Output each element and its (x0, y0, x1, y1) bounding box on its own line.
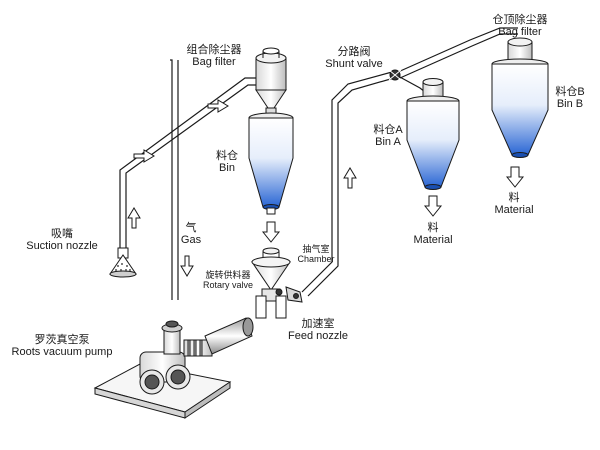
feed-nozzle-en: Feed nozzle (288, 330, 348, 342)
roots-pump-label: 罗茨真空泵 Roots vacuum pump (12, 334, 113, 358)
gas-label: 气 Gas (181, 222, 201, 246)
bin-b-zh: 料仓B (555, 86, 585, 98)
bag-filter-top-en: Bag filter (498, 26, 542, 38)
bag-filter-main-zh: 组合除尘器 (186, 44, 242, 56)
rotary-valve-label: 旋转供料器 Rotary valve (203, 270, 253, 290)
material-b-en: Material (494, 204, 534, 216)
roots-pump (93, 317, 254, 419)
gas-pipe (170, 59, 173, 300)
arrow-down-gas (180, 255, 194, 277)
bag-filter-top-label: 仓顶除尘器 Bag filter (493, 14, 548, 38)
bin-a-en: Bin A (375, 136, 401, 148)
bin-main-label: 料仓 Bin (216, 150, 238, 174)
chamber-label: 抽气室 Chamber (297, 244, 334, 264)
conveying-pipe-inner (307, 77, 395, 297)
roots-pump-en: Roots vacuum pump (11, 346, 113, 358)
arrow-right-suction-2 (207, 99, 229, 113)
arrow-up-conveying (343, 167, 357, 189)
rotary-valve-zh: 旋转供料器 (205, 270, 251, 280)
suction-nozzle-en: Suction nozzle (26, 240, 98, 252)
feed-nozzle-zh: 加速室 (301, 318, 335, 330)
arrow-right-suction-1 (133, 149, 155, 163)
shunt-valve-zh: 分路阀 (337, 46, 371, 58)
branch-pipe-b-inner (399, 33, 518, 79)
shunt-valve-en: Shunt valve (325, 58, 383, 70)
flow-arrows (127, 99, 525, 277)
bin-main-zh: 料仓 (216, 150, 238, 162)
material-b-zh: 料 (508, 192, 520, 204)
bag-filter-main-label: 组合除尘器 Bag filter (187, 44, 242, 68)
bin-b-label: 料仓B Bin B (555, 86, 584, 110)
shunt-valve-label: 分路阀 Shunt valve (325, 46, 382, 70)
pipelines (119, 27, 518, 300)
bin-b-en: Bin B (556, 98, 584, 110)
bin-a-zh: 料仓A (373, 124, 403, 136)
arrow-down-bin-a (423, 195, 443, 217)
bin-main-en: Bin (219, 162, 235, 174)
main-bag-filter (255, 47, 287, 117)
material-b-label: 料 Material (494, 192, 533, 216)
chamber-en: Chamber (297, 254, 335, 264)
arrow-down-bin-b (505, 166, 525, 188)
suction-nozzle (109, 247, 137, 278)
suction-pipe (119, 77, 258, 250)
arrow-up-suction (127, 207, 141, 229)
rotary-valve (251, 247, 303, 319)
branch-pipe-b (397, 27, 518, 73)
material-a-en: Material (413, 234, 453, 246)
suction-pipe-inner (125, 84, 258, 250)
gas-en: Gas (180, 234, 202, 246)
bin-b (491, 37, 549, 158)
bin-a (406, 78, 460, 190)
gas-zh: 气 (185, 222, 197, 234)
bin-a-label: 料仓A Bin A (373, 124, 402, 148)
shunt-valve (388, 69, 402, 81)
conveying-pipe (301, 71, 393, 293)
arrow-down-bin-main (261, 221, 281, 243)
bag-filter-top-zh: 仓顶除尘器 (492, 14, 548, 26)
main-bin (248, 112, 294, 215)
material-a-zh: 料 (427, 222, 439, 234)
roots-pump-zh: 罗茨真空泵 (34, 334, 90, 346)
rotary-valve-en: Rotary valve (202, 280, 254, 290)
suction-nozzle-zh: 吸嘴 (50, 228, 73, 240)
feed-nozzle-label: 加速室 Feed nozzle (288, 318, 348, 342)
suction-nozzle-label: 吸嘴 Suction nozzle (26, 228, 98, 252)
bag-filter-main-en: Bag filter (192, 56, 236, 68)
material-a-label: 料 Material (413, 222, 452, 246)
chamber-zh: 抽气室 (302, 244, 330, 254)
